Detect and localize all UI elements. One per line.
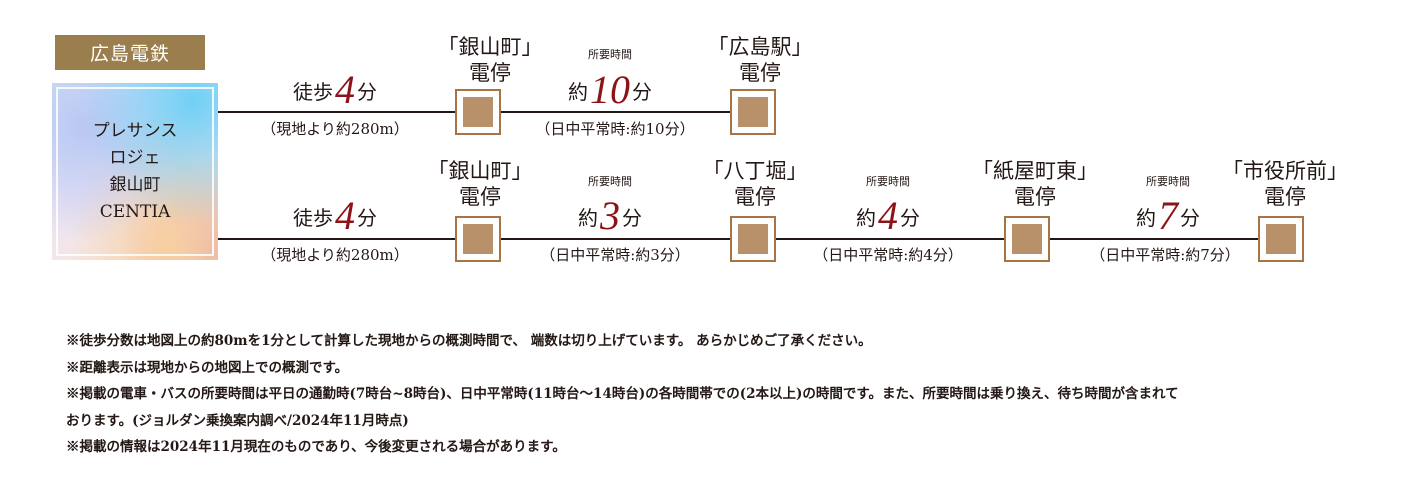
footnote: ※掲載の電車・バスの所要時間は平日の通勤時(7時台~8時台)、日中平常時(11時… [66, 386, 1179, 402]
segment-suffix: 分 [632, 80, 652, 104]
walk-minutes: 4 [335, 193, 355, 238]
walk-suffix: 分 [357, 206, 377, 230]
origin-line-4: CENTIA [99, 201, 171, 222]
segment-note: （日中平常時:約10分） [535, 120, 695, 138]
walk-distance: （現地より約280m） [261, 246, 409, 264]
segment-label: 所要時間 [588, 175, 632, 188]
segment-label: 所要時間 [588, 48, 632, 61]
station-name: 「八丁堀」 [702, 159, 808, 183]
station-type: 電停 [459, 185, 501, 209]
segment-label: 所要時間 [1146, 175, 1190, 188]
station-name: 「市役所前」 [1222, 159, 1348, 183]
station-marker [1258, 216, 1304, 262]
station-marker [455, 216, 501, 262]
station-type: 電停 [739, 61, 781, 85]
segment-note: （日中平常時:約4分） [813, 246, 963, 264]
station-name: 「銀山町」 [427, 159, 533, 183]
walk-prefix: 徒歩 [293, 80, 333, 104]
segment-prefix: 約 [856, 206, 876, 230]
walk-minutes: 4 [335, 67, 355, 112]
footnote: ※掲載の情報は2024年11月現在のものであり、今後変更される場合があります。 [66, 439, 566, 455]
origin-line-2: ロジェ [109, 147, 161, 168]
railway-label: 広島電鉄 [89, 43, 170, 65]
station-name: 「広島駅」 [707, 35, 813, 59]
station-type: 電停 [469, 61, 511, 85]
segment-label: 所要時間 [866, 175, 910, 188]
station-type: 電停 [1264, 185, 1306, 209]
station-name: 「紙屋町東」 [972, 159, 1098, 183]
station-marker [455, 89, 501, 135]
walk-distance: （現地より約280m） [261, 120, 409, 138]
walk-prefix: 徒歩 [293, 206, 333, 230]
footnote: ※距離表示は現地からの地図上での概測です。 [66, 359, 349, 376]
origin-line-3: 銀山町 [109, 174, 161, 195]
footnote: ※徒歩分数は地図上の約80mを1分として計算した現地からの概測時間で、 端数は切… [66, 333, 872, 349]
segment-minutes: 3 [600, 193, 620, 238]
segment-prefix: 約 [578, 206, 598, 230]
segment-suffix: 分 [622, 206, 642, 230]
walk-suffix: 分 [357, 80, 377, 104]
segment-minutes: 4 [878, 193, 898, 238]
footnotes: ※徒歩分数は地図上の約80mを1分として計算した現地からの概測時間で、 端数は切… [66, 328, 1406, 461]
station-type: 電停 [734, 185, 776, 209]
segment-note: （日中平常時:約3分） [540, 246, 690, 264]
segment-minutes: 10 [590, 67, 630, 112]
railway-badge: 広島電鉄 [55, 35, 205, 70]
station-name: 「銀山町」 [437, 35, 543, 59]
segment-note: （日中平常時:約7分） [1090, 246, 1240, 264]
segment-suffix: 分 [1180, 206, 1200, 230]
station-marker [730, 89, 776, 135]
station-type: 電停 [1014, 185, 1056, 209]
segment-minutes: 7 [1158, 193, 1178, 238]
segment-prefix: 約 [1136, 206, 1156, 230]
origin-property-box: プレサンス ロジェ 銀山町 CENTIA [52, 83, 218, 260]
station-marker [1004, 216, 1050, 262]
footnote: おります。(ジョルダン乗換案内調べ/2024年11月時点) [66, 412, 409, 429]
segment-prefix: 約 [568, 80, 588, 104]
origin-line-1: プレサンス [92, 120, 178, 141]
segment-suffix: 分 [900, 206, 920, 230]
station-marker [730, 216, 776, 262]
